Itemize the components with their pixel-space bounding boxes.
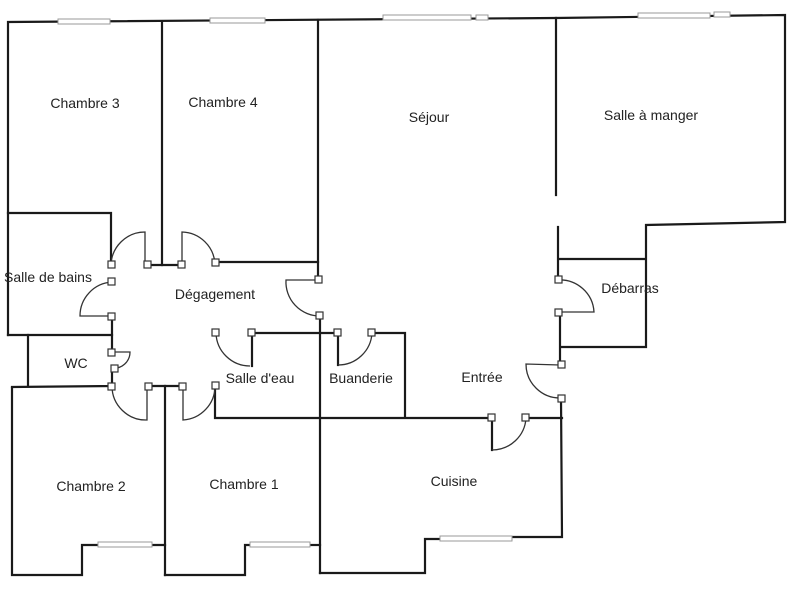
- door-sejour[interactable]: [285, 279, 321, 317]
- label-salle-de-bains: Salle de bains: [4, 269, 92, 285]
- label-chambre-1: Chambre 1: [209, 476, 278, 492]
- window: [249, 541, 311, 548]
- wall-buanderie: [370, 331, 407, 418]
- outer-wall-north-east: [6, 13, 787, 349]
- label-salle-a-manger: Salle à manger: [604, 107, 699, 123]
- door-cuisine[interactable]: [491, 417, 527, 451]
- wall-bathroom: [6, 211, 113, 267]
- wall-salle-eau-bottom: [213, 383, 494, 420]
- windows: [57, 11, 731, 548]
- label-debarras: Débarras: [601, 280, 659, 296]
- window: [382, 14, 472, 21]
- door-bathroom[interactable]: [110, 231, 146, 266]
- window: [57, 18, 111, 25]
- door-buanderie[interactable]: [337, 332, 373, 366]
- door-debarras[interactable]: [557, 279, 595, 313]
- window: [439, 535, 513, 542]
- label-wc: WC: [64, 355, 87, 371]
- outer-wall-south-bedroom1: [163, 543, 254, 577]
- wall-chambre3-4: [146, 20, 164, 267]
- label-entree: Entrée: [461, 369, 502, 385]
- outer-wall-south-kitchen: [318, 537, 442, 575]
- outer-wall-east: [510, 396, 564, 539]
- door-hinges: [107, 258, 566, 422]
- label-cuisine: Cuisine: [431, 473, 478, 489]
- window: [209, 17, 266, 24]
- door-chambre4[interactable]: [181, 231, 216, 265]
- window: [713, 11, 731, 18]
- door-chambre2[interactable]: [111, 385, 148, 421]
- door-entree[interactable]: [525, 363, 562, 399]
- window: [97, 541, 153, 548]
- label-chambre-3: Chambre 3: [50, 95, 119, 111]
- door-salle-eau[interactable]: [215, 332, 251, 367]
- outer-wall-south-bedroom2: [10, 386, 102, 577]
- label-chambre-4: Chambre 4: [188, 94, 257, 110]
- label-sejour: Séjour: [409, 109, 450, 125]
- label-degagement: Dégagement: [175, 286, 255, 302]
- label-salle-d-eau: Salle d'eau: [226, 370, 295, 386]
- window: [637, 12, 711, 19]
- doors: [79, 231, 595, 451]
- label-buanderie: Buanderie: [329, 370, 393, 386]
- room-labels: Chambre 3 Chambre 4 Séjour Salle à mange…: [4, 94, 698, 494]
- door-bathroom-2[interactable]: [79, 281, 113, 317]
- label-chambre-2: Chambre 2: [56, 478, 125, 494]
- window: [475, 14, 489, 21]
- walls: [6, 13, 787, 577]
- door-chambre1[interactable]: [182, 385, 216, 421]
